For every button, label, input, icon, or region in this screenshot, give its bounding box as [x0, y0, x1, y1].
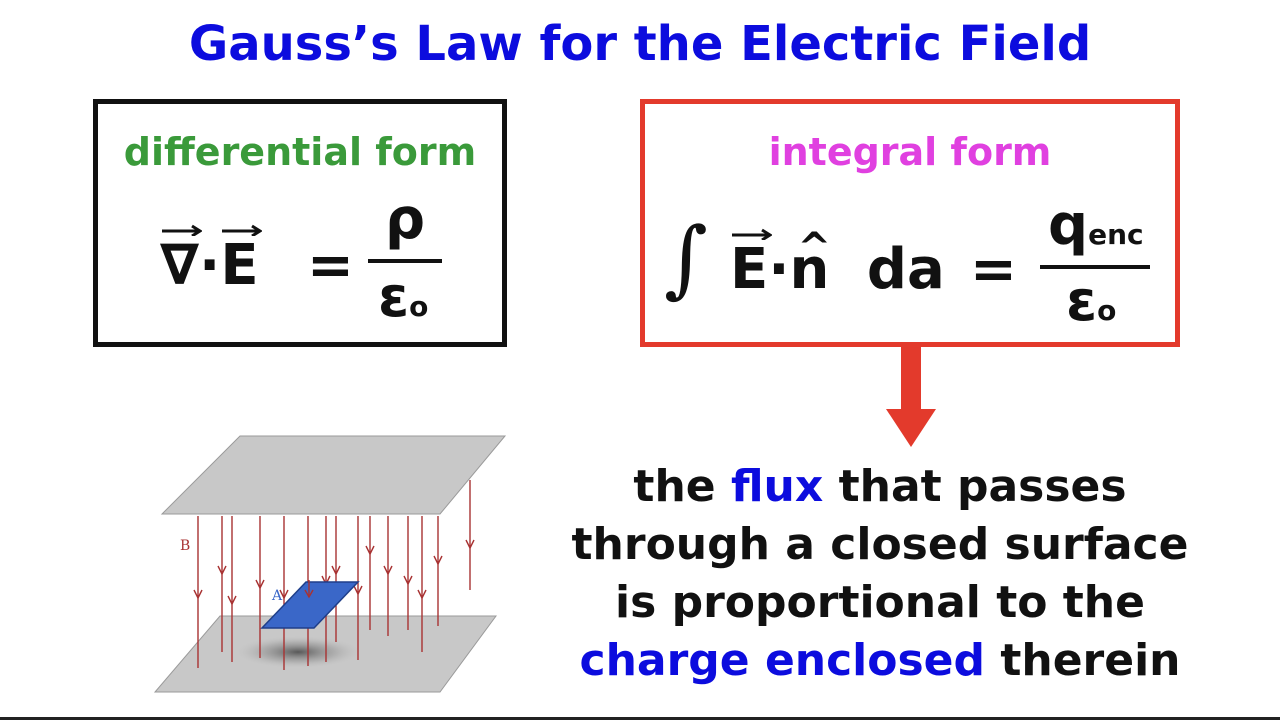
- bottom-divider: [0, 717, 1280, 720]
- dot-operator: ·: [199, 233, 221, 298]
- epsilon-subscript: o: [409, 290, 429, 323]
- statement-line-1: the flux that passes: [530, 458, 1230, 516]
- e-vector: E: [220, 224, 263, 298]
- dot-operator: ·: [768, 237, 790, 302]
- flux-highlight: flux: [730, 461, 824, 512]
- down-arrow-icon: [886, 345, 936, 447]
- n-symbol: n: [789, 237, 830, 302]
- statement-text: the: [633, 461, 731, 512]
- vector-arrow-icon: [162, 224, 202, 236]
- integral-numerator: qenc: [1048, 196, 1144, 265]
- statement-line-2: through a closed surface: [571, 519, 1189, 570]
- epsilon-symbol: ε: [378, 265, 410, 330]
- charge-enclosed-highlight: charge enclosed: [579, 635, 986, 686]
- differential-denominator: εo: [378, 268, 428, 337]
- integral-equals: =: [970, 237, 1017, 302]
- differential-equals: =: [307, 233, 354, 298]
- label-b: B: [180, 538, 190, 554]
- q-symbol: q: [1048, 193, 1089, 258]
- integral-sign: ∫: [664, 209, 708, 307]
- statement-text: therein: [985, 635, 1181, 686]
- da-symbol: da: [866, 237, 945, 302]
- page-title: Gauss’s Law for the Electric Field: [188, 16, 1092, 72]
- epsilon-symbol: ε: [1066, 269, 1098, 334]
- epsilon-subscript: o: [1097, 294, 1117, 327]
- e-symbol: E: [220, 233, 259, 298]
- vector-arrow-icon: [222, 224, 263, 236]
- surface-patch-a: [260, 581, 360, 629]
- integral-denominator: εo: [1066, 272, 1116, 341]
- statement-text: that passes: [823, 461, 1127, 512]
- vector-arrow-icon: [732, 228, 772, 240]
- statement-line-4: charge enclosed therein: [530, 632, 1230, 690]
- differential-numerator: ρ: [385, 187, 426, 252]
- differential-fraction-bar: [368, 259, 442, 263]
- integral-form-label: integral form: [768, 130, 1052, 174]
- integral-fraction-bar: [1040, 265, 1150, 269]
- statement-line-3: is proportional to the: [615, 577, 1145, 628]
- flux-statement: the flux that passes through a closed su…: [530, 458, 1230, 690]
- hat-symbol: ^: [797, 225, 832, 271]
- field-lines-figure: A B: [153, 435, 507, 693]
- e-vector: E: [730, 228, 772, 302]
- n-hat: ^n: [789, 225, 832, 302]
- e-symbol: E: [730, 237, 769, 302]
- differential-form-panel: differential form: [93, 99, 507, 347]
- patch-shadow: [236, 636, 360, 668]
- differential-form-label: differential form: [123, 130, 477, 174]
- q-subscript: enc: [1088, 218, 1144, 251]
- integral-form-panel: integral form: [640, 99, 1180, 347]
- nabla-symbol: ∇: [160, 233, 200, 298]
- label-a: A: [271, 588, 283, 604]
- nabla-vector: ∇: [160, 224, 202, 298]
- integral-equation: E ·^n da: [730, 225, 945, 302]
- top-plane: [160, 435, 507, 515]
- differential-equation: ∇ · E: [160, 224, 263, 298]
